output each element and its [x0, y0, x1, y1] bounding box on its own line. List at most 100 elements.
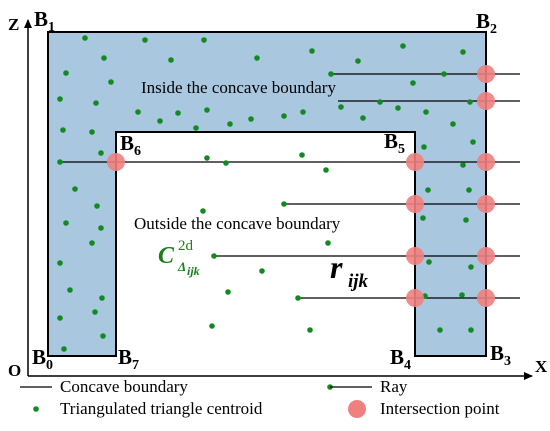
intersection-points [107, 65, 495, 307]
centroid-30 [423, 109, 429, 115]
legend-intersection-dot [348, 400, 366, 418]
vertex-label-b1: B1 [34, 7, 55, 35]
centroid-3 [142, 37, 148, 43]
legend-centroid-label: Triangulated triangle centroid [60, 399, 263, 418]
centroid-60 [225, 289, 231, 295]
centroid-52 [223, 160, 229, 166]
centroid-59 [325, 240, 331, 246]
origin-label: O [8, 361, 21, 380]
centroid-28 [377, 99, 383, 105]
centroid-65 [460, 162, 466, 168]
centroid-45 [67, 287, 73, 293]
centroid-71 [468, 264, 474, 270]
centroid-49 [61, 346, 67, 352]
legend-intersection-label: Intersection point [380, 399, 500, 418]
svg-text:r: r [330, 249, 343, 285]
svg-text:C: C [158, 243, 175, 269]
centroid-34 [193, 125, 199, 131]
centroid-56 [200, 208, 206, 214]
centroid-57 [211, 253, 217, 259]
centroid-16 [328, 71, 334, 77]
centroid-66 [425, 187, 431, 193]
legend-boundary-label: Concave boundary [60, 377, 188, 396]
centroid-24 [175, 110, 181, 116]
vertex-label-b2: B2 [476, 9, 497, 37]
centroid-62 [209, 323, 215, 329]
intersection-point-2 [477, 92, 495, 110]
centroid-32 [89, 129, 95, 135]
centroid-21 [57, 96, 63, 102]
centroid-58 [259, 268, 265, 274]
centroid-51 [204, 155, 210, 161]
centroid-15 [300, 109, 306, 115]
centroid-41 [63, 220, 69, 226]
centroid-18 [395, 105, 401, 111]
intersection-point-7 [477, 195, 495, 213]
centroid-22 [93, 100, 99, 106]
intersection-point-1 [477, 65, 495, 83]
z-axis-label: Z [8, 15, 19, 34]
centroid-33 [157, 118, 163, 124]
centroid-53 [299, 152, 305, 158]
intersection-point-6 [406, 195, 424, 213]
svg-text:ijk: ijk [348, 271, 369, 292]
centroid-43 [57, 260, 63, 266]
centroid-47 [57, 315, 63, 321]
centroid-46 [99, 295, 105, 301]
vertex-label-b7: B7 [118, 345, 139, 373]
centroid-54 [323, 167, 329, 173]
centroid-50 [100, 333, 106, 339]
centroid-48 [92, 309, 98, 315]
centroid-29 [410, 80, 416, 86]
centroid-12 [108, 79, 114, 85]
svg-text:2d: 2d [178, 238, 194, 254]
intersection-point-8 [406, 247, 424, 265]
centroid-31 [60, 127, 66, 133]
vertex-label-b6: B6 [120, 131, 141, 159]
centroid-5 [201, 37, 207, 43]
outside-annotation: Outside the concave boundary [134, 214, 341, 233]
centroid-55 [281, 201, 287, 207]
centroid-35 [450, 121, 456, 127]
centroid-36 [470, 139, 476, 145]
centroid-70 [426, 259, 432, 265]
centroid-10 [460, 49, 466, 55]
centroid-symbol: C 2d Δ ijk [158, 238, 200, 278]
centroid-1 [82, 35, 88, 41]
centroid-64 [421, 144, 427, 150]
centroid-75 [468, 327, 474, 333]
centroid-67 [466, 187, 472, 193]
centroid-74 [437, 327, 443, 333]
legend: Concave boundary Ray Triangulated triang… [20, 377, 500, 418]
centroid-42 [98, 225, 104, 231]
centroid-23 [135, 109, 141, 115]
centroid-25 [227, 121, 233, 127]
centroid-11 [63, 70, 69, 76]
centroid-6 [254, 55, 260, 61]
legend-centroid-dot [33, 406, 39, 412]
centroid-2 [101, 55, 107, 61]
centroid-13 [204, 107, 210, 113]
centroid-7 [309, 48, 315, 54]
legend-ray-label: Ray [380, 377, 408, 396]
centroid-69 [463, 217, 469, 223]
intersection-point-3 [107, 153, 125, 171]
vertex-label-b5: B5 [384, 129, 405, 157]
concave-region [47, 31, 487, 357]
centroid-19 [441, 71, 447, 77]
intersection-point-9 [477, 247, 495, 265]
intersection-point-4 [406, 153, 424, 171]
centroid-63 [307, 327, 313, 333]
vertex-label-b4: B4 [390, 345, 411, 373]
centroid-37 [57, 159, 63, 165]
vertex-label-b0: B0 [32, 345, 53, 373]
centroid-8 [355, 58, 361, 64]
centroid-4 [168, 57, 174, 63]
svg-text:ijk: ijk [187, 264, 200, 278]
vertex-label-b3: B3 [490, 341, 511, 369]
centroid-38 [98, 150, 104, 156]
centroid-44 [89, 240, 95, 246]
centroid-14 [248, 116, 254, 122]
centroids [57, 35, 476, 352]
